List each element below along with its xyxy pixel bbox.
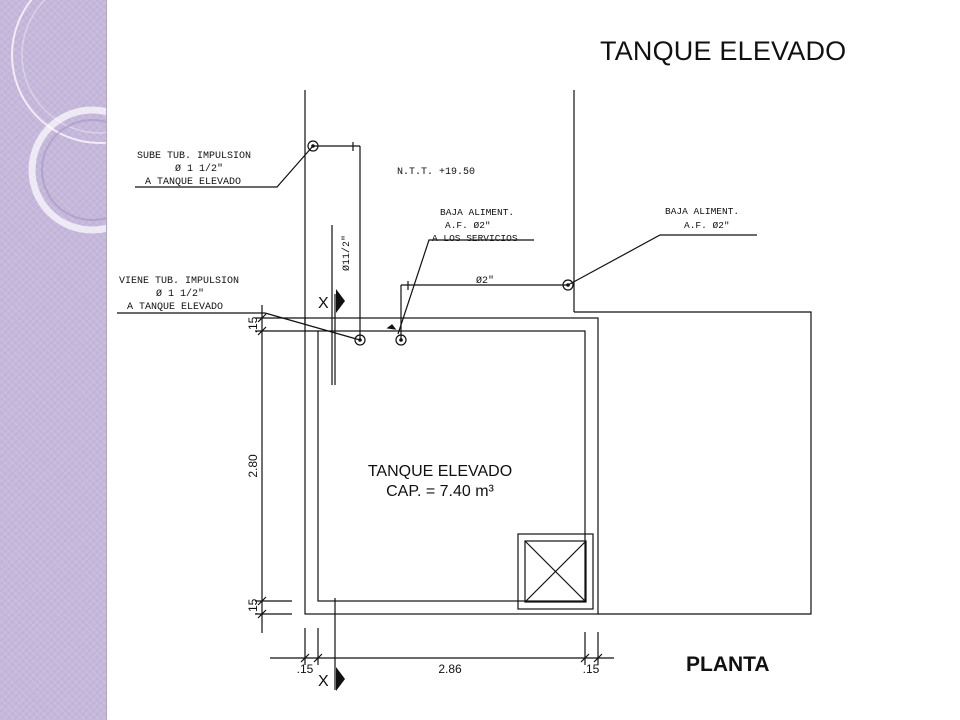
dim-left-tick-2 bbox=[257, 326, 267, 336]
valve-symbol bbox=[386, 324, 397, 330]
section-marker-bottom-label: X bbox=[318, 673, 329, 690]
callout-viene-line3: A TANQUE ELEVADO bbox=[127, 302, 223, 313]
plan-label: PLANTA bbox=[686, 653, 770, 676]
dim-left-top: .15 bbox=[246, 316, 260, 333]
fitting-right bbox=[562, 279, 574, 291]
access-hatch-outer bbox=[517, 533, 594, 610]
callout-baja-right-line1: BAJA ALIMENT. bbox=[665, 206, 739, 217]
decorative-circles bbox=[11, 0, 106, 234]
pipe-viene bbox=[264, 312, 361, 341]
leader-sube bbox=[135, 145, 314, 188]
callout-sube-line2: Ø 1 1/2" bbox=[175, 163, 223, 175]
dim-left-tick-4 bbox=[257, 609, 267, 619]
level-label: N.T.T. +19.50 bbox=[397, 167, 475, 178]
pipe-label-horizontal: Ø2" bbox=[476, 275, 494, 287]
pipe-label-vertical: Ø11/2" bbox=[341, 235, 353, 271]
building-outline-right bbox=[574, 311, 812, 615]
dim-left-tick-3 bbox=[257, 596, 267, 606]
section-marker-bottom-arrow bbox=[336, 667, 345, 691]
dim-left-bottom: .15 bbox=[246, 598, 260, 615]
callout-baja-servicios-line2: A.F. Ø2" bbox=[445, 220, 491, 231]
fitting-viene bbox=[354, 334, 366, 346]
tank-inner-wall bbox=[317, 330, 586, 602]
access-hatch-inner bbox=[524, 540, 587, 603]
access-hatch-cross-b bbox=[524, 540, 587, 603]
dim-bottom-left: .15 bbox=[297, 662, 314, 676]
dim-bottom-tick-4 bbox=[593, 653, 603, 663]
dim-bottom-right: .15 bbox=[583, 662, 600, 676]
callout-viene-line1: VIENE TUB. IMPULSION bbox=[119, 276, 239, 287]
section-marker-top-label: X bbox=[318, 295, 329, 312]
tank-capacity: CAP. = 7.40 m³ bbox=[386, 483, 494, 500]
callout-viene-line2: Ø 1 1/2" bbox=[156, 288, 204, 300]
dim-left-mid: 2.80 bbox=[246, 454, 260, 478]
leader-baja-right bbox=[567, 234, 757, 286]
callout-sube-line1: SUBE TUB. IMPULSION bbox=[137, 151, 251, 162]
fitting-baja-dot bbox=[399, 338, 403, 342]
dim-bottom-mid: 2.86 bbox=[438, 662, 462, 676]
slide-title: TANQUE ELEVADO bbox=[600, 36, 847, 66]
dim-bottom-tick-2 bbox=[313, 653, 323, 663]
fitting-baja bbox=[395, 334, 407, 346]
section-marker-top-arrow bbox=[336, 289, 345, 313]
dim-left-tick-1 bbox=[257, 313, 267, 323]
callout-sube-line3: A TANQUE ELEVADO bbox=[145, 177, 241, 188]
callout-baja-right-line2: A.F. Ø2" bbox=[684, 220, 730, 231]
dim-bottom-tick-3 bbox=[580, 653, 590, 663]
decorative-side-band bbox=[0, 0, 107, 720]
tank-outer-wall bbox=[304, 317, 599, 615]
tank-name: TANQUE ELEVADO bbox=[368, 463, 512, 480]
dim-bottom-tick-1 bbox=[300, 653, 310, 663]
leader-baja-servicios bbox=[397, 239, 534, 335]
fitting-sube bbox=[307, 140, 319, 152]
callout-baja-servicios-line1: BAJA ALIMENT. bbox=[440, 207, 514, 218]
callout-baja-servicios-line3: A LOS SERVICIOS bbox=[432, 233, 518, 244]
fitting-viene-dot bbox=[358, 338, 362, 342]
